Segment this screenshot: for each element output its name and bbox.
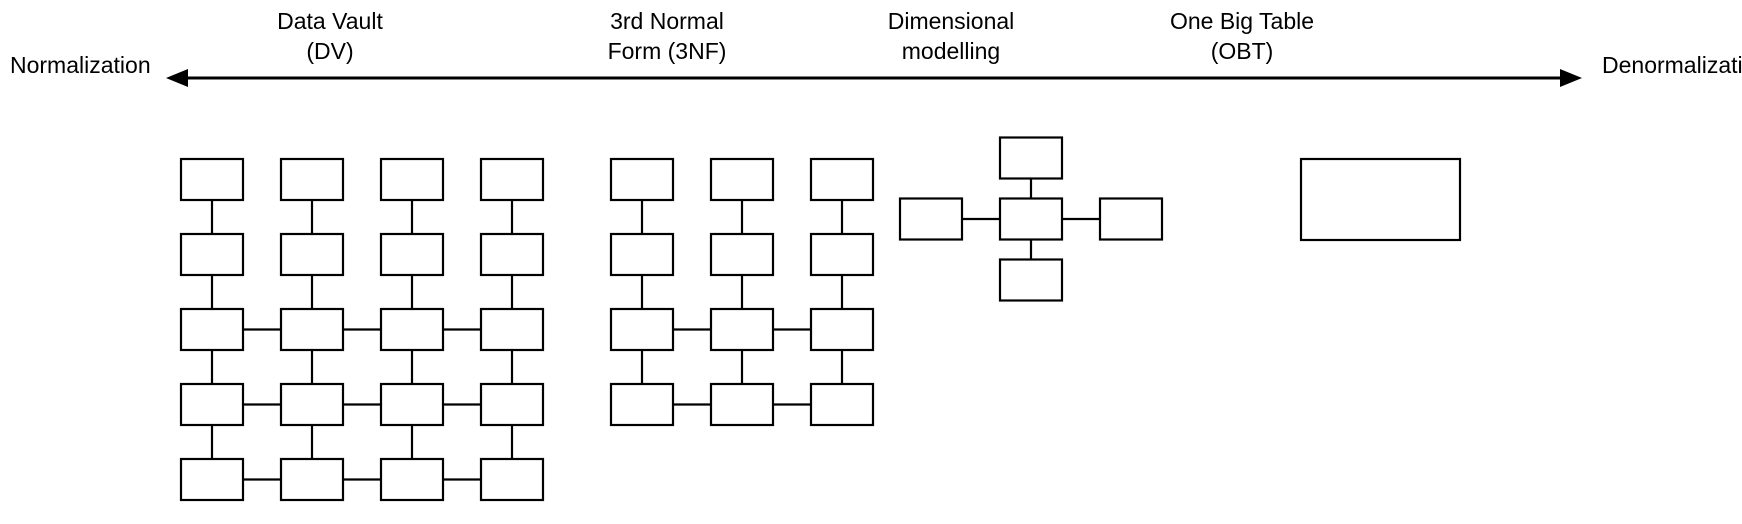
schema-table-box bbox=[179, 307, 245, 352]
schema-table-box bbox=[479, 382, 545, 427]
dimensional-model bbox=[898, 136, 1164, 302]
schema-table-box bbox=[379, 157, 445, 202]
schema-table-box bbox=[709, 382, 775, 427]
arrowhead-left-icon bbox=[166, 69, 188, 87]
schema-table-box bbox=[609, 232, 675, 277]
stage-label-dimensional-modelling: Dimensional modelling bbox=[887, 8, 1015, 64]
schema-table-box bbox=[809, 307, 875, 352]
schema-table-box bbox=[279, 457, 345, 502]
schema-table-box bbox=[279, 307, 345, 352]
schema-table-box bbox=[479, 457, 545, 502]
arrowhead-right-icon bbox=[1560, 69, 1582, 87]
schema-table-box bbox=[609, 307, 675, 352]
schema-table-box bbox=[479, 157, 545, 202]
schema-table-box bbox=[479, 232, 545, 277]
schema-table-box bbox=[809, 382, 875, 427]
one-big-table-model bbox=[1299, 157, 1462, 242]
axis-label-normalization: Normalization bbox=[10, 52, 151, 78]
schema-table-box bbox=[179, 382, 245, 427]
schema-table-box bbox=[179, 232, 245, 277]
dimension-table-bottom bbox=[998, 258, 1064, 302]
stage-label-data-vault: Data Vault (DV) bbox=[277, 8, 383, 64]
schema-table-box bbox=[609, 157, 675, 202]
fact-table-center bbox=[998, 197, 1064, 241]
schema-table-box bbox=[709, 307, 775, 352]
third-normal-form-model bbox=[609, 157, 875, 427]
schema-table-box bbox=[479, 307, 545, 352]
dimension-table-right bbox=[1098, 197, 1164, 241]
schema-table-box bbox=[709, 232, 775, 277]
schema-table-box bbox=[279, 232, 345, 277]
schema-table-box bbox=[809, 157, 875, 202]
schema-table-box bbox=[379, 232, 445, 277]
dimension-table-top bbox=[998, 136, 1064, 180]
schema-table-box bbox=[379, 457, 445, 502]
data-vault-model bbox=[179, 157, 545, 502]
schema-table-box bbox=[279, 382, 345, 427]
stage-label-third-normal-form: 3rd Normal Form (3NF) bbox=[607, 8, 727, 64]
schema-table-box bbox=[179, 457, 245, 502]
schema-table-box bbox=[379, 382, 445, 427]
schema-table-box bbox=[279, 157, 345, 202]
schema-table-box bbox=[179, 157, 245, 202]
schema-table-box bbox=[709, 157, 775, 202]
schema-table-box bbox=[609, 382, 675, 427]
dimension-table-left bbox=[898, 197, 964, 241]
stage-label-one-big-table: One Big Table (OBT) bbox=[1169, 8, 1315, 64]
schema-table-box bbox=[379, 307, 445, 352]
axis-label-denormalization: Denormalization bbox=[1602, 52, 1742, 78]
schema-table-box bbox=[809, 232, 875, 277]
one-big-table-box bbox=[1299, 157, 1462, 242]
